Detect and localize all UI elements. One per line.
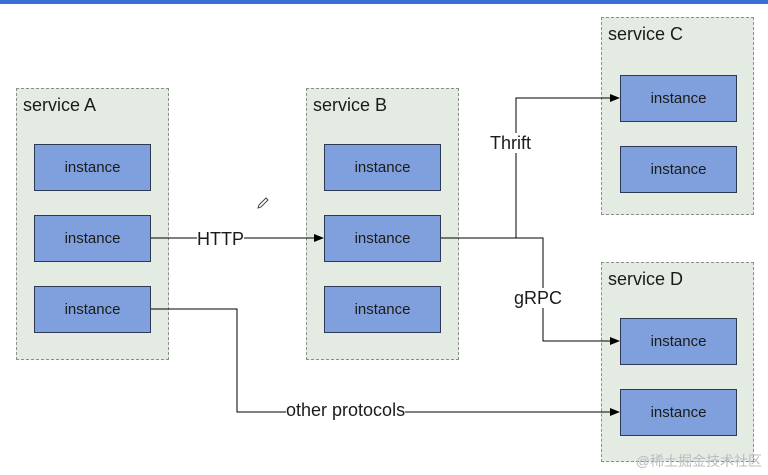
top-accent-bar xyxy=(0,0,768,4)
edge-label-http: HTTP xyxy=(197,229,244,249)
service-d-instance-1: instance xyxy=(620,318,737,365)
service-a-instance-3: instance xyxy=(34,286,151,333)
service-a-instance-1: instance xyxy=(34,144,151,191)
edge-label-grpc: gRPC xyxy=(514,288,563,308)
service-c-instance-1: instance xyxy=(620,75,737,122)
service-d-title: service D xyxy=(608,269,684,289)
service-b-instance-2: instance xyxy=(324,215,441,262)
service-c-instance-2: instance xyxy=(620,146,737,193)
edge-label-thrift: Thrift xyxy=(490,133,532,153)
edge-thrift xyxy=(515,94,620,238)
service-a-instance-2: instance xyxy=(34,215,151,262)
service-a-title: service A xyxy=(23,95,97,115)
service-c-title: service C xyxy=(608,24,684,44)
pencil-cursor-icon xyxy=(257,197,269,209)
service-d-instance-2: instance xyxy=(620,389,737,436)
edge-label-other-protocols: other protocols xyxy=(286,400,406,420)
service-b-instance-1: instance xyxy=(324,144,441,191)
watermark-text: @稀土掘金技术社区 xyxy=(635,453,762,469)
service-b-instance-3: instance xyxy=(324,286,441,333)
edge-other-protocols xyxy=(151,308,620,416)
service-b-title: service B xyxy=(313,95,388,115)
